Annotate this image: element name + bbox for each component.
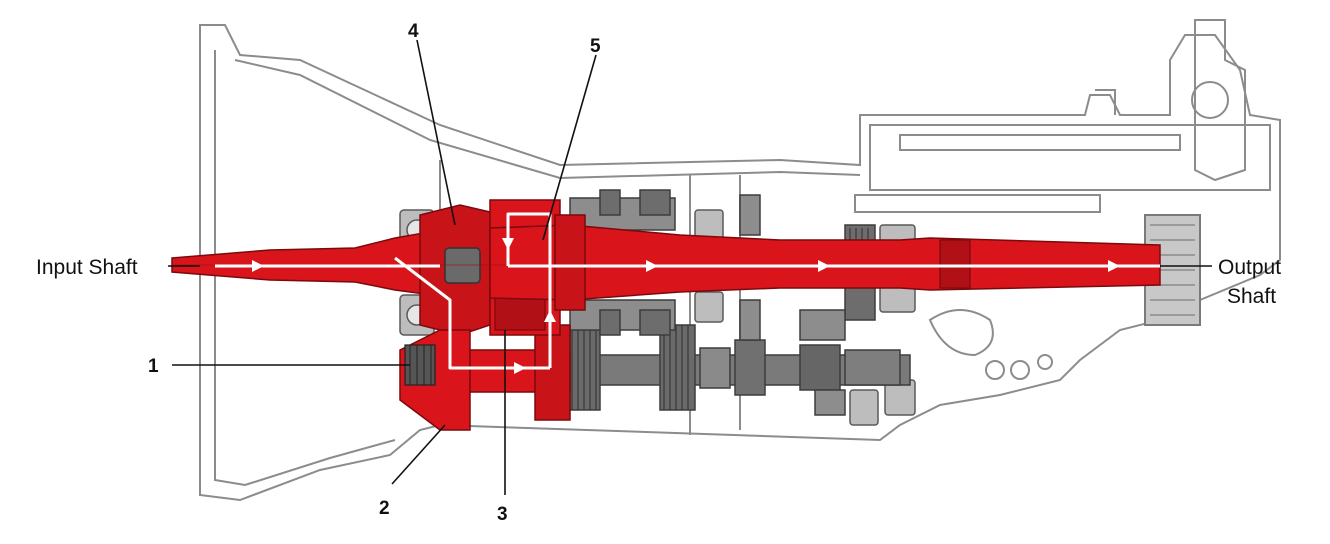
leader-5 (542, 54, 597, 241)
callout-3: 3 (497, 504, 508, 525)
flow-arrowheads (252, 238, 1120, 374)
callout-4: 4 (408, 21, 419, 42)
leader-2 (391, 424, 446, 485)
input-shaft-label: Input Shaft (36, 256, 138, 279)
callout-1: 1 (148, 356, 159, 377)
callout-5: 5 (590, 36, 601, 57)
callout-2: 2 (379, 498, 390, 519)
callout-leaders (168, 39, 1212, 495)
output-shaft-label-line1: Output (1218, 256, 1281, 279)
leader-4 (416, 39, 456, 226)
countershaft-gears (569, 189, 911, 416)
output-shaft-label-line2: Shaft (1227, 285, 1276, 308)
